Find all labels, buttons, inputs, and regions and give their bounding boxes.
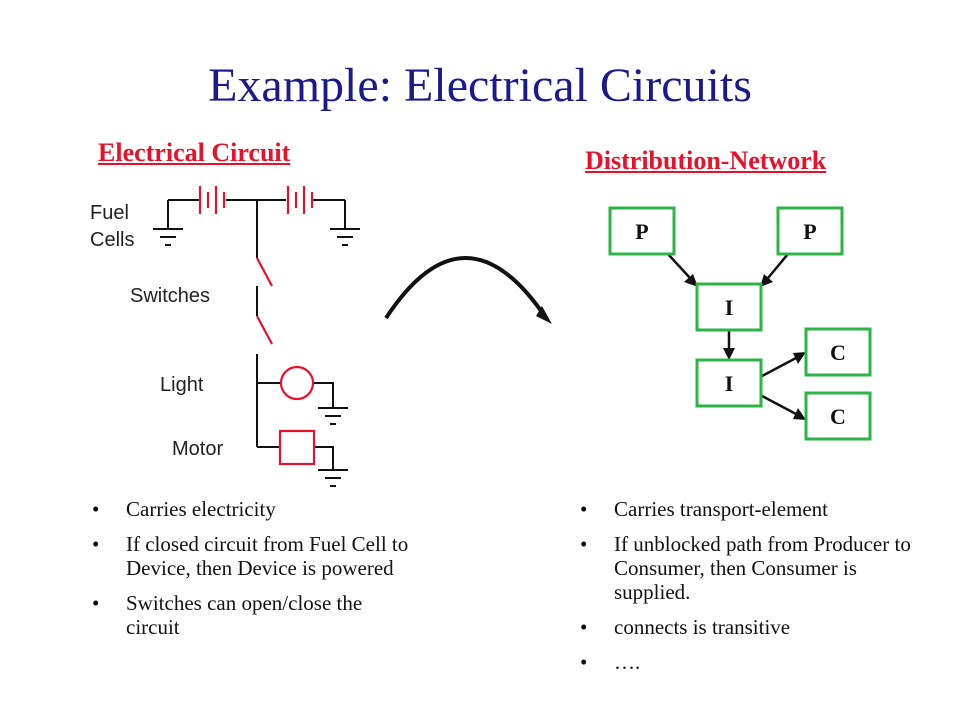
mapping-curve [384,256,548,320]
network-nodes [608,206,872,441]
left-ground-icon [153,200,183,246]
right-bullet: …. [578,650,928,674]
electrical-circuit-diagram [153,199,360,487]
mapping-arrowhead-icon [536,306,552,324]
node-i2 [695,358,763,408]
motor-ground-icon [318,469,348,487]
red-components [198,186,316,466]
node-c2 [804,391,872,441]
motor-icon [278,429,316,466]
node-p1-label: P [635,219,648,244]
network-edges [667,253,797,416]
arrowhead-i1-i2-icon [723,348,735,360]
light-ground-icon [318,407,348,425]
node-i1 [695,282,763,332]
right-bullet: Carries transport-element [578,497,928,521]
left-bullet: If closed circuit from Fuel Cell to Devi… [90,532,420,580]
motor-label: Motor [172,438,224,460]
fuel-cell-2-icon [286,186,314,214]
node-p2-label: P [803,219,816,244]
edge-i2-c2 [761,394,797,416]
edge-p1-i1 [667,253,691,279]
left-bullet: Carries electricity [90,497,420,521]
node-p2 [776,206,844,256]
arrowhead-i2-c1-icon [793,352,806,364]
distribution-network-diagram: P P I I C C [608,206,872,441]
arrowhead-i2-c2-icon [793,408,806,420]
node-c1-label: C [830,340,846,365]
distribution-network-heading: Distribution-Network [585,146,827,175]
node-i2-label: I [725,371,734,396]
electrical-circuit-bullets: Carries electricity If closed circuit fr… [90,497,420,650]
light-label: Light [160,374,204,396]
slide-title: Example: Electrical Circuits [208,59,752,112]
distribution-network-bullets: Carries transport-element If unblocked p… [578,497,928,685]
fuel-label-line1: Fuel [90,202,129,224]
edge-p2-i1 [767,253,789,279]
left-bullet: Switches can open/close the circuit [90,591,420,639]
arrowhead-p1-i1-icon [684,274,698,287]
node-c1 [804,327,872,377]
switches-label: Switches [130,285,211,307]
fuel-cell-1-icon [198,186,226,214]
node-c2-label: C [830,404,846,429]
fuel-label-line2: Cells [90,229,135,251]
edge-i2-c1 [761,356,797,378]
network-arrowheads [684,274,806,420]
fuel-cells-label: Fuel Cells [90,200,134,254]
electrical-circuit-heading: Electrical Circuit [98,138,291,167]
light-branch-wire [257,382,334,408]
right-ground-icon [330,200,360,246]
node-i1-label: I [725,295,734,320]
switch-2-icon [256,315,273,345]
mapping-arrow [384,256,552,324]
motor-branch-wire [257,446,334,470]
right-bullet: connects is transitive [578,615,928,639]
switch-1-icon [256,257,273,287]
right-bullet: If unblocked path from Producer to Consu… [578,532,928,604]
node-p1 [608,206,676,256]
light-bulb-icon [279,365,315,401]
arrowhead-p2-i1-icon [760,274,773,287]
